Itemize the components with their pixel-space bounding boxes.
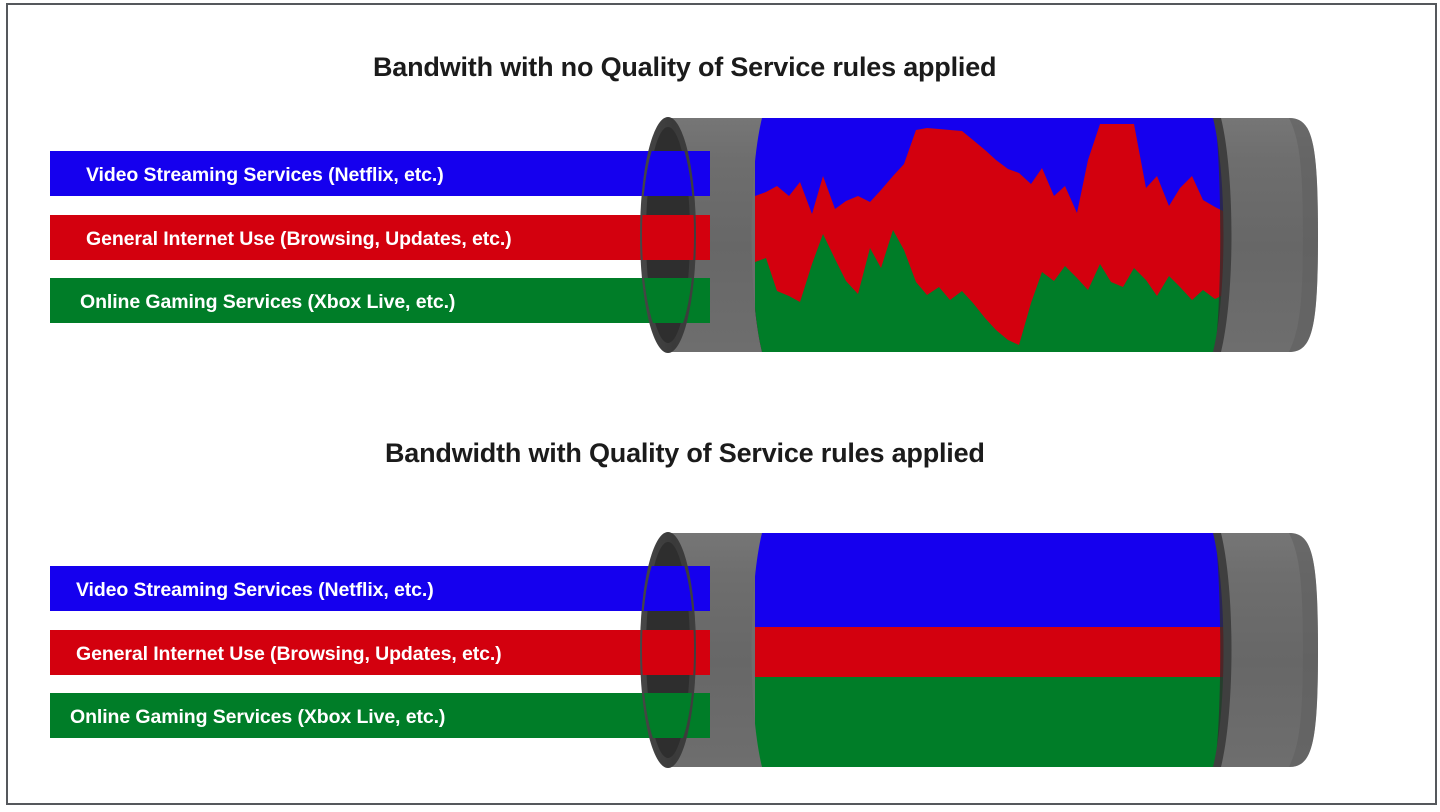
mouth-slot-internet [642,215,694,260]
legend-label-internet-no-qos: General Internet Use (Browsing, Updates,… [86,228,512,250]
bandwidth-congested-fill [755,118,1225,352]
legend-bar-gaming[interactable] [50,278,710,323]
mouth-slot-video [642,151,694,196]
pipe-mouth-no-qos [640,117,696,353]
pipe-with-qos [668,533,1318,767]
legend-bar-video[interactable] [50,151,710,196]
legend-bar-gaming[interactable] [50,693,710,738]
legend-label-gaming-no-qos: Online Gaming Services (Xbox Live, etc.) [80,291,455,313]
pipe-right-cap [1289,533,1318,767]
bandwidth-allocated-fill [755,533,1225,767]
legend-bar-internet[interactable] [50,215,710,260]
mouth-slot-video [642,566,694,611]
band-internet [755,627,1225,677]
legend-label-video-with-qos: Video Streaming Services (Netflix, etc.) [76,579,434,601]
mouth-slot-internet [642,630,694,675]
section-title-no-qos: Bandwith with no Quality of Service rule… [373,52,996,82]
legend-no-qos [50,151,710,323]
pipe-inner-right-rim [1213,533,1232,767]
band-video [755,533,1225,627]
series-gaming-area [755,230,1225,352]
pipe-no-qos [668,118,1318,352]
pipe-inner-right-rim [1213,118,1232,352]
pipe-right-cap [1289,118,1318,352]
legend-with-qos [50,566,710,738]
legend-label-internet-with-qos: General Internet Use (Browsing, Updates,… [76,643,502,665]
section-title-with-qos: Bandwidth with Quality of Service rules … [385,438,985,468]
band-gaming [755,677,1225,767]
pipe-mouth-with-qos [640,532,696,768]
legend-bar-internet[interactable] [50,630,710,675]
legend-bar-video[interactable] [50,566,710,611]
legend-label-video-no-qos: Video Streaming Services (Netflix, etc.) [86,164,444,186]
legend-label-gaming-with-qos: Online Gaming Services (Xbox Live, etc.) [70,706,445,728]
